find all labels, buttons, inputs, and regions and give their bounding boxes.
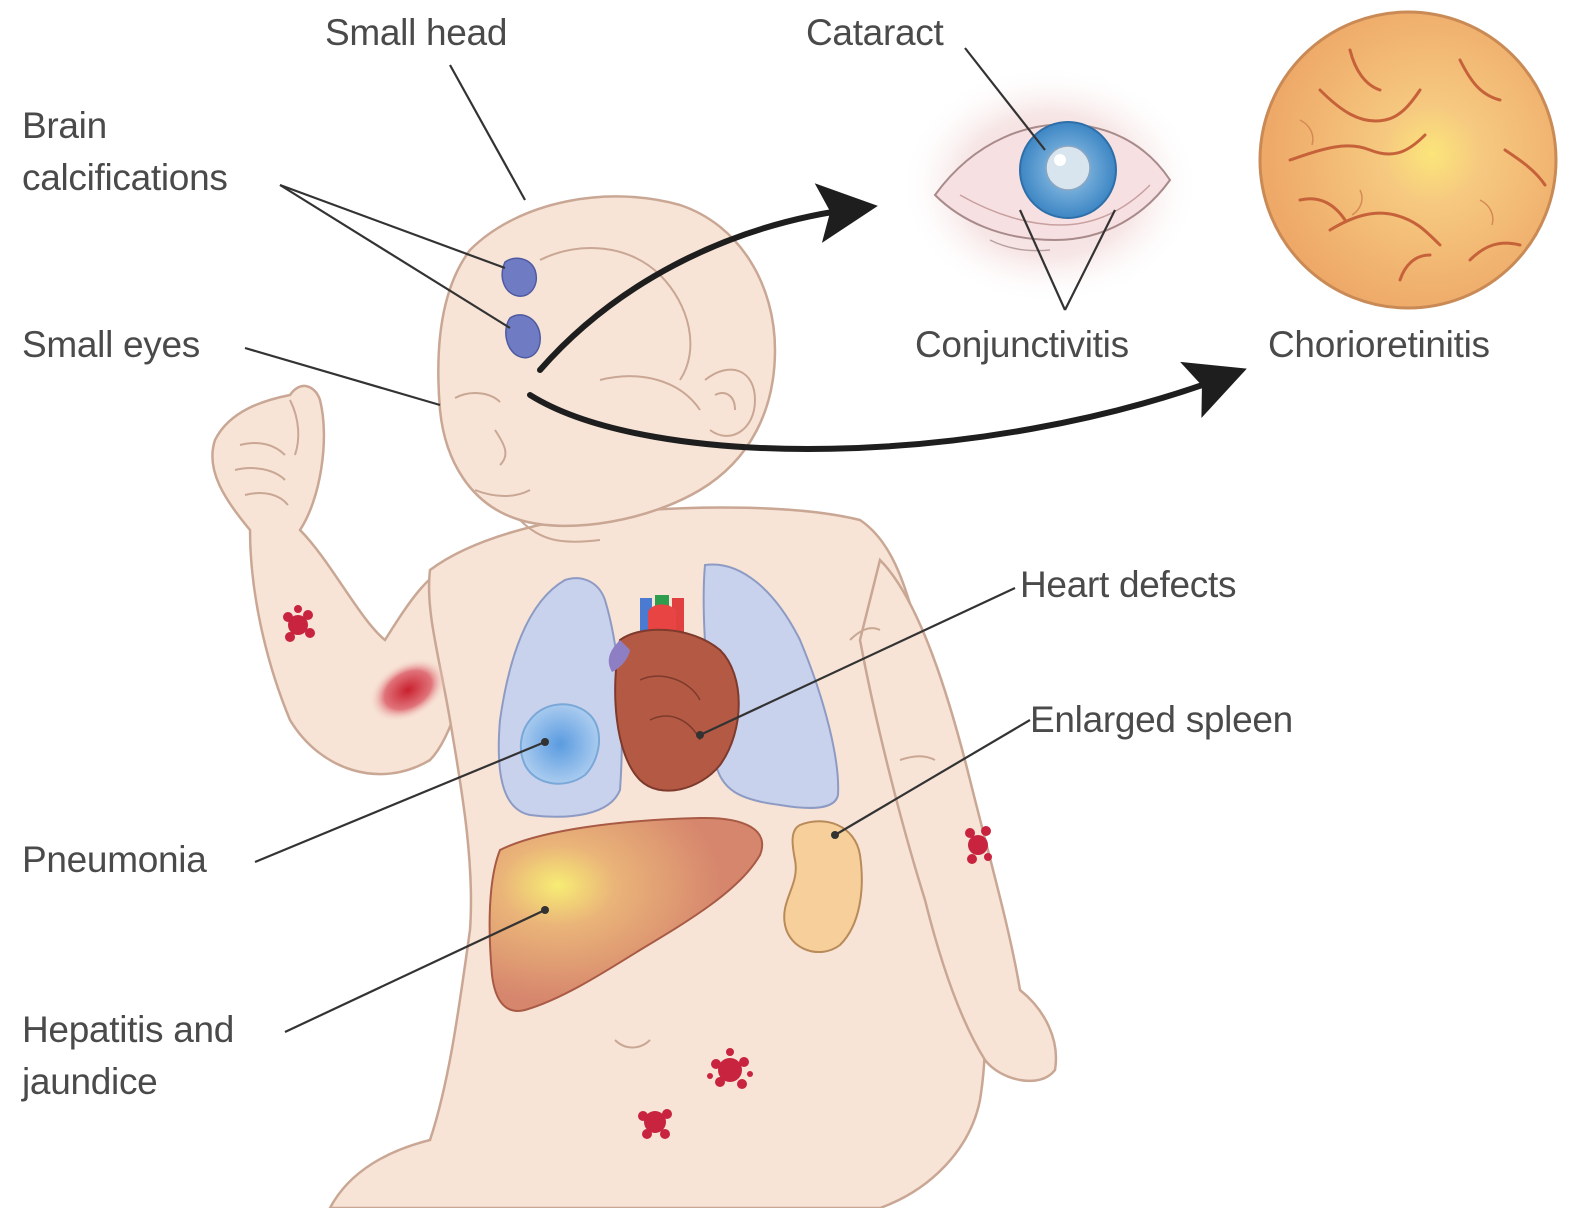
- calcification-upper: [502, 258, 536, 296]
- label-brain-calcifications-1: Brain: [22, 100, 107, 152]
- leader-small-eyes: [245, 348, 440, 405]
- head: [438, 196, 775, 525]
- eye-illustration: [900, 65, 1200, 305]
- label-heart-defects: Heart defects: [1020, 560, 1236, 610]
- pneumonia-patch: [521, 704, 599, 783]
- leader-small-head: [450, 65, 525, 200]
- retina-illustration: [1260, 12, 1556, 308]
- label-conjunctivitis: Conjunctivitis: [915, 320, 1129, 370]
- label-small-head: Small head: [325, 8, 507, 58]
- label-cataract: Cataract: [806, 8, 943, 58]
- label-enlarged-spleen: Enlarged spleen: [1030, 695, 1293, 745]
- label-hepatitis-2: jaundice: [22, 1056, 157, 1108]
- label-chorioretinitis: Chorioretinitis: [1268, 320, 1490, 370]
- label-small-eyes: Small eyes: [22, 320, 200, 370]
- label-brain-calcifications-2: calcifications: [22, 152, 228, 204]
- label-hepatitis-1: Hepatitis and: [22, 1004, 234, 1056]
- label-pneumonia: Pneumonia: [22, 835, 207, 885]
- spleen: [784, 821, 862, 952]
- cataract-lens: [1046, 146, 1090, 190]
